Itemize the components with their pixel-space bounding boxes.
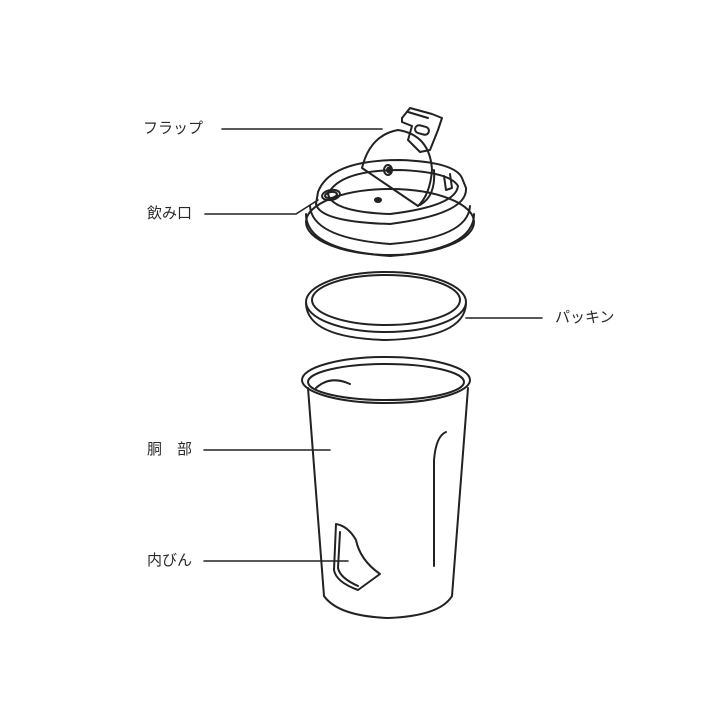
gasket [305, 271, 467, 341]
label-inner-bottle: 内びん [147, 551, 193, 569]
flap [361, 107, 443, 207]
leader-lines [203, 128, 543, 562]
label-gasket: パッキン [555, 308, 615, 326]
label-body: 胴 部 [147, 440, 193, 458]
lid [305, 159, 475, 257]
label-spout: 飲み口 [147, 204, 193, 222]
cup-body [301, 356, 471, 619]
label-flap: フラップ [143, 119, 204, 137]
leader-spout [204, 199, 319, 215]
